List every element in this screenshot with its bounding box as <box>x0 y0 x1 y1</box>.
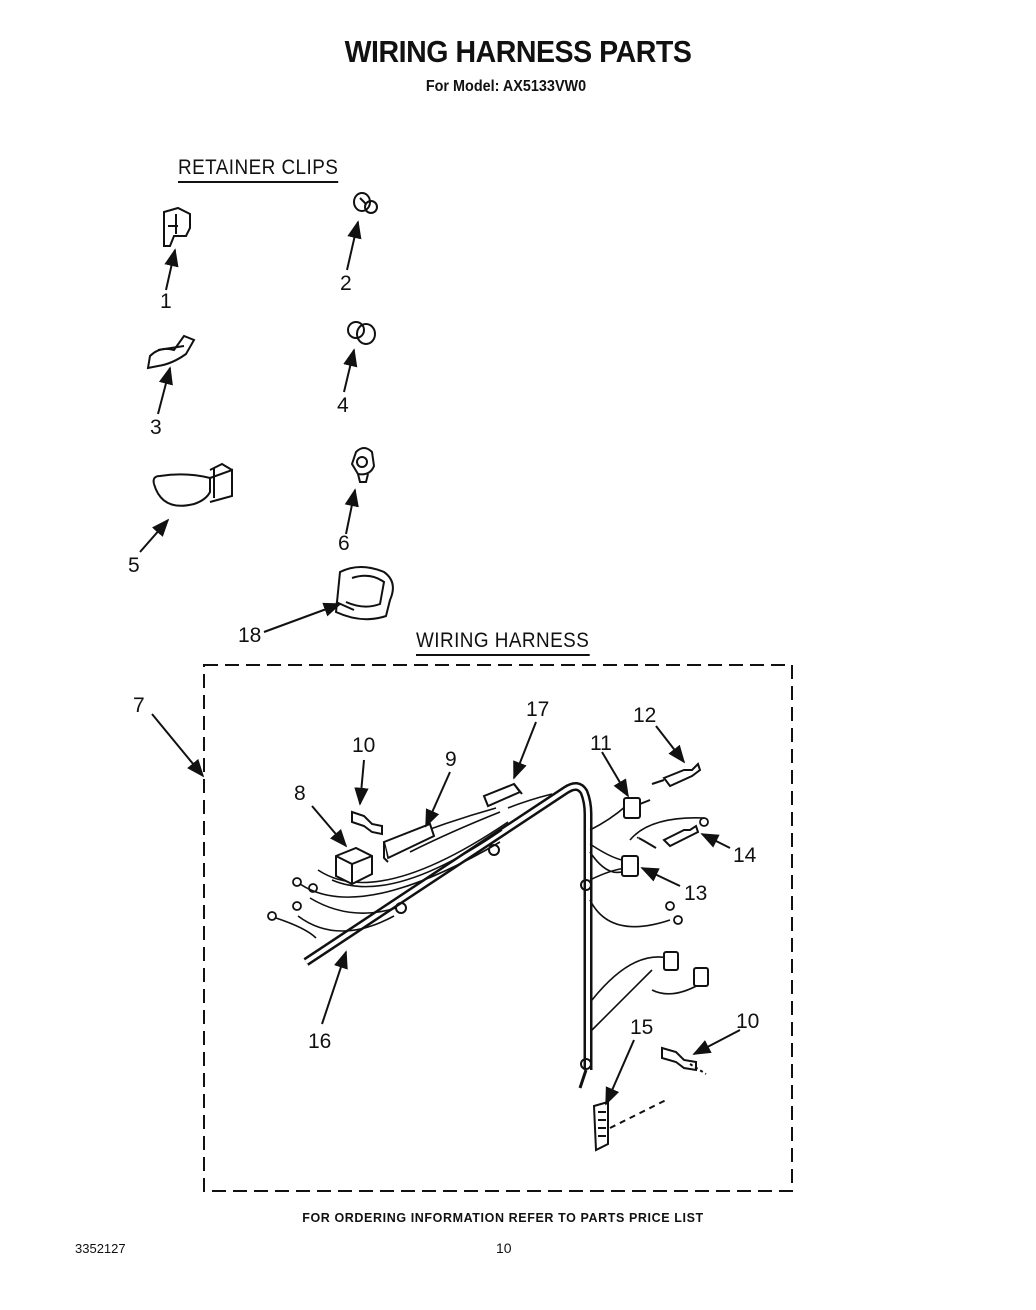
connector-part-13 <box>621 855 639 877</box>
callout-arrow-16 <box>321 950 348 1025</box>
callout-15: 15 <box>630 1016 653 1039</box>
callout-arrow-15 <box>605 1039 635 1106</box>
retainer-clip-2 <box>353 192 378 214</box>
callout-arrow-3 <box>157 366 173 415</box>
callout-arrow-11 <box>601 751 629 798</box>
callout-arrow-17 <box>513 721 537 780</box>
retainer-clip-5 <box>152 462 233 507</box>
callout-arrow-4 <box>343 348 358 393</box>
callout-2: 2 <box>340 272 352 295</box>
callout-16: 16 <box>308 1030 331 1053</box>
connector-part-17 <box>482 782 523 808</box>
callout-4: 4 <box>337 394 349 417</box>
callout-17: 17 <box>526 698 549 721</box>
page-title: WIRING HARNESS PARTS <box>344 34 692 69</box>
callout-11: 11 <box>590 732 612 755</box>
document-number: 3352127 <box>75 1241 126 1256</box>
callout-12: 12 <box>633 704 656 727</box>
connector-part-9 <box>382 822 436 863</box>
wiring-harness-bundle <box>267 782 709 1089</box>
callout-18: 18 <box>238 624 261 647</box>
model-subtitle: For Model: AX5133VW0 <box>425 78 587 95</box>
harness-boundary-box <box>203 664 793 1192</box>
terminal-part-10-left <box>351 810 383 836</box>
callout-13: 13 <box>684 882 707 905</box>
callout-9: 9 <box>445 748 457 771</box>
sleeve-part-18 <box>334 566 394 621</box>
callout-10-left: 10 <box>352 734 375 757</box>
connector-part-11 <box>623 797 651 819</box>
callout-arrow-10-right <box>692 1029 741 1055</box>
callout-10-right: 10 <box>736 1010 759 1033</box>
retainer-clips-label: RETAINER CLIPS <box>178 156 339 183</box>
retainer-clip-4 <box>347 321 376 345</box>
connector-part-15 <box>592 1099 667 1152</box>
callout-arrow-5 <box>139 518 170 553</box>
callout-arrow-13 <box>640 867 681 887</box>
callout-1: 1 <box>160 290 172 313</box>
callout-arrow-2 <box>346 220 362 271</box>
callout-14: 14 <box>733 844 757 867</box>
page-number: 10 <box>496 1240 512 1256</box>
connector-pair <box>663 951 709 987</box>
retainer-clip-1 <box>163 206 191 247</box>
callout-arrow-9 <box>425 771 451 828</box>
callout-arrow-18 <box>263 602 342 633</box>
callout-arrow-6 <box>344 488 359 535</box>
callout-7: 7 <box>133 694 145 717</box>
callout-arrow-8 <box>311 805 348 848</box>
retainer-clip-6 <box>350 447 376 483</box>
terminal-part-14 <box>636 824 700 849</box>
callout-6: 6 <box>338 532 350 555</box>
callout-arrow-1 <box>164 248 179 291</box>
callout-arrow-12 <box>655 725 686 764</box>
callout-3: 3 <box>150 416 162 439</box>
callout-8: 8 <box>294 782 306 805</box>
wiring-harness-label: WIRING HARNESS <box>416 629 590 656</box>
callout-arrow-10-left <box>354 759 369 806</box>
retainer-clip-3 <box>146 334 196 370</box>
ordering-info-note: FOR ORDERING INFORMATION REFER TO PARTS … <box>302 1211 704 1225</box>
connector-part-8 <box>335 846 373 886</box>
callout-arrow-14 <box>700 833 731 849</box>
terminal-part-10-right <box>661 1046 707 1075</box>
callout-5: 5 <box>128 554 140 577</box>
terminal-part-12 <box>651 762 702 788</box>
callout-arrow-7 <box>151 713 205 778</box>
